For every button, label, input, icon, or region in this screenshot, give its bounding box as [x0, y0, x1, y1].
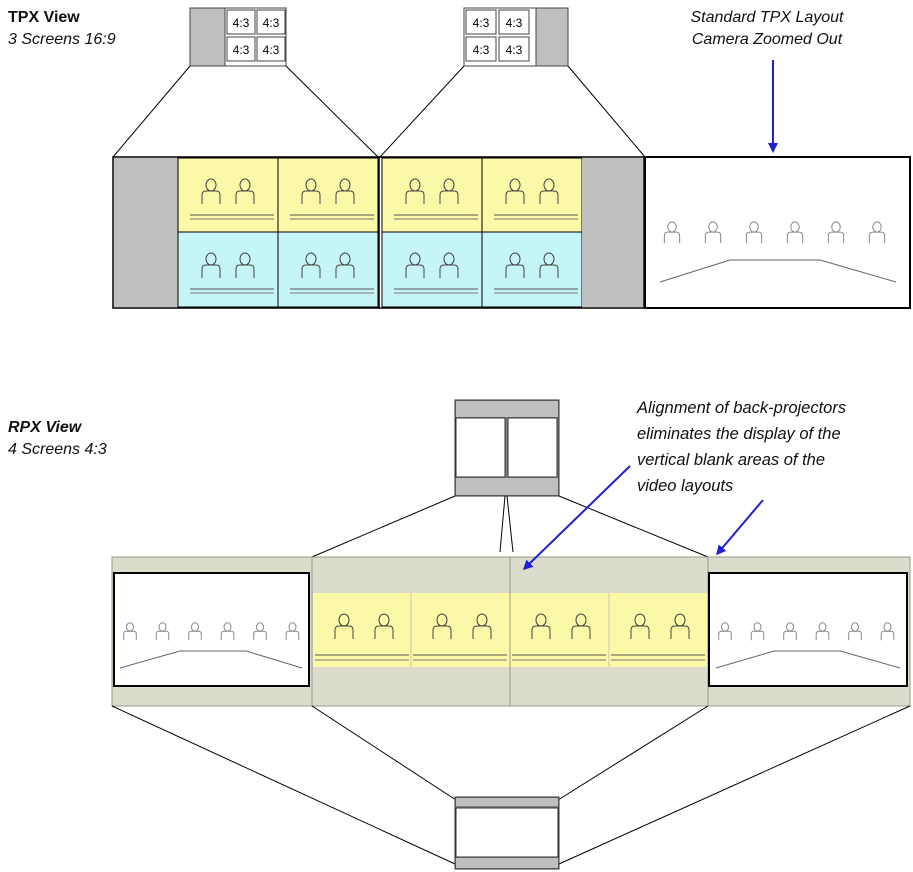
- tpx-cell-label: 4:3: [506, 43, 523, 57]
- person-icon: [432, 613, 452, 639]
- person-icon: [880, 622, 895, 641]
- person-icon: [405, 178, 425, 204]
- tpx-screen-left: [112, 156, 380, 309]
- rpx-note-line4: video layouts: [637, 477, 734, 495]
- person-icon: [663, 221, 681, 244]
- person-icon: [745, 221, 763, 244]
- person-icon: [505, 252, 525, 278]
- person-icon: [505, 178, 525, 204]
- tpx-note: Standard TPX Layout Camera Zoomed Out: [652, 7, 882, 51]
- tpx-cell-label: 4:3: [233, 16, 250, 30]
- tpx-screen-middle: [378, 156, 645, 309]
- person-icon: [335, 252, 355, 278]
- person-icon: [301, 252, 321, 278]
- tpx-note-line2: Camera Zoomed Out: [691, 31, 843, 48]
- rpx-projection-lines-top: [311, 495, 709, 558]
- rpx-title: RPX View: [8, 419, 82, 436]
- person-icon: [405, 252, 425, 278]
- person-icon: [815, 622, 830, 641]
- tpx-cell-label: 4:3: [473, 43, 490, 57]
- rpx-note-line3: vertical blank areas of the: [637, 451, 826, 469]
- rpx-note: Alignment of back-projectors eliminates …: [637, 395, 912, 499]
- person-icon: [201, 252, 221, 278]
- person-icon: [786, 221, 804, 244]
- person-icon: [783, 622, 797, 641]
- tpx-projection-lines: [112, 65, 646, 158]
- tpx-cell-label: 4:3: [473, 16, 490, 30]
- tpx-subtitle: 3 Screens 16:9: [8, 31, 116, 48]
- tpx-title: TPX View: [8, 9, 80, 26]
- person-icon: [670, 613, 690, 639]
- person-icon: [235, 252, 255, 278]
- person-icon: [334, 613, 354, 639]
- person-icon: [123, 622, 137, 641]
- person-icon: [301, 178, 321, 204]
- person-icon: [531, 613, 551, 639]
- person-icon: [253, 622, 267, 641]
- person-icon: [472, 613, 492, 639]
- person-icon: [827, 221, 845, 244]
- person-icon: [374, 613, 394, 639]
- rpx-mini-layout-top: [454, 399, 560, 497]
- person-icon: [220, 622, 235, 641]
- tpx-mini-layout-right: 4:3 4:3 4:3 4:3: [463, 7, 569, 67]
- rpx-title-block: RPX View 4 Screens 4:3: [8, 417, 107, 461]
- rpx-note-line1: Alignment of back-projectors: [637, 399, 847, 417]
- rpx-mini-layout-bottom: [454, 796, 560, 870]
- person-icon: [235, 178, 255, 204]
- rpx-screen-right: [708, 572, 908, 687]
- tpx-cell-label: 4:3: [506, 16, 523, 30]
- person-icon: [285, 622, 300, 641]
- rpx-screen-left: [113, 572, 310, 687]
- person-icon: [848, 622, 862, 641]
- person-icon: [718, 622, 732, 641]
- tpx-mini-layout-left: 4:3 4:3 4:3 4:3: [189, 7, 287, 67]
- person-icon: [571, 613, 591, 639]
- tpx-screen-right: [644, 156, 911, 309]
- tpx-cell-label: 4:3: [263, 16, 280, 30]
- tpx-title-block: TPX View 3 Screens 16:9: [8, 7, 116, 51]
- person-icon: [630, 613, 650, 639]
- tpx-note-line1: Standard TPX Layout: [690, 9, 844, 26]
- person-icon: [704, 221, 722, 244]
- person-icon: [439, 178, 459, 204]
- rpx-arrow-center: [522, 465, 631, 571]
- people-layer: [123, 178, 895, 661]
- person-icon: [439, 252, 459, 278]
- rpx-arrow-right: [716, 499, 764, 556]
- rpx-subtitle: 4 Screens 4:3: [8, 441, 107, 458]
- rpx-note-line2: eliminates the display of the: [637, 425, 841, 443]
- person-icon: [188, 622, 202, 641]
- person-icon: [868, 221, 886, 244]
- person-icon: [539, 252, 559, 278]
- person-icon: [750, 622, 765, 641]
- rpx-projection-lines-bottom: [111, 705, 911, 865]
- person-icon: [335, 178, 355, 204]
- tpx-cell-label: 4:3: [263, 43, 280, 57]
- person-icon: [201, 178, 221, 204]
- tpx-cell-label: 4:3: [233, 43, 250, 57]
- person-icon: [539, 178, 559, 204]
- person-icon: [155, 622, 170, 641]
